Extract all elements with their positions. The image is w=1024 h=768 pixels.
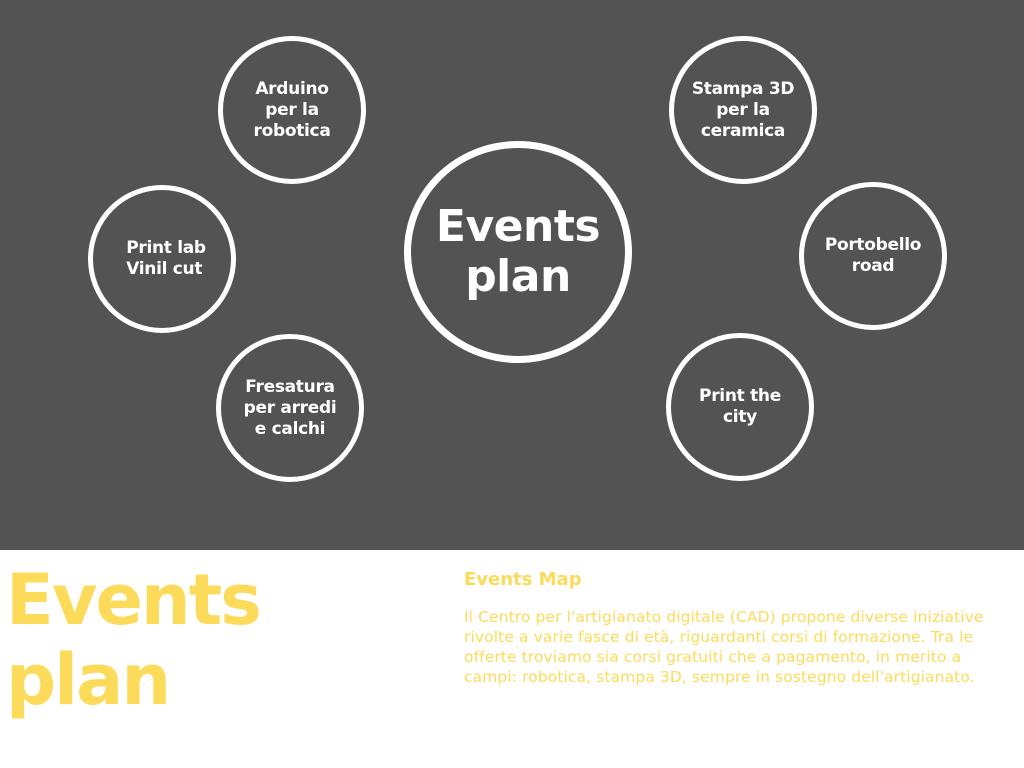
node-print-the-city: Print the city xyxy=(666,333,814,481)
node-label: Stampa 3D per la ceramica xyxy=(691,78,795,141)
node-arduino-robotica: Arduino per la robotica xyxy=(218,36,366,184)
node-print-lab-vinil-cut: Print lab Vinil cut xyxy=(88,185,236,333)
events-map-description: Il Centro per l'artigianato digitale (CA… xyxy=(464,608,984,686)
node-label: Print lab Vinil cut xyxy=(126,238,206,279)
node-label: Arduino per la robotica xyxy=(253,78,331,141)
node-stampa-3d-ceramica: Stampa 3D per la ceramica xyxy=(669,36,817,184)
central-node-label: Events plan xyxy=(435,201,601,302)
node-portobello-road: Portobello road xyxy=(799,182,947,330)
events-map-heading: Events Map xyxy=(464,569,582,590)
node-fresatura: Fresatura per arredi e calchi xyxy=(216,334,364,482)
node-label: Fresatura per arredi e calchi xyxy=(243,376,337,439)
page-title: Events plan xyxy=(6,559,262,721)
node-label: Print the city xyxy=(699,386,781,427)
central-node-events-plan: Events plan xyxy=(404,141,632,363)
node-label: Portobello road xyxy=(824,235,922,276)
events-mind-map: Events plan Arduino per la robotica Prin… xyxy=(0,0,1024,550)
